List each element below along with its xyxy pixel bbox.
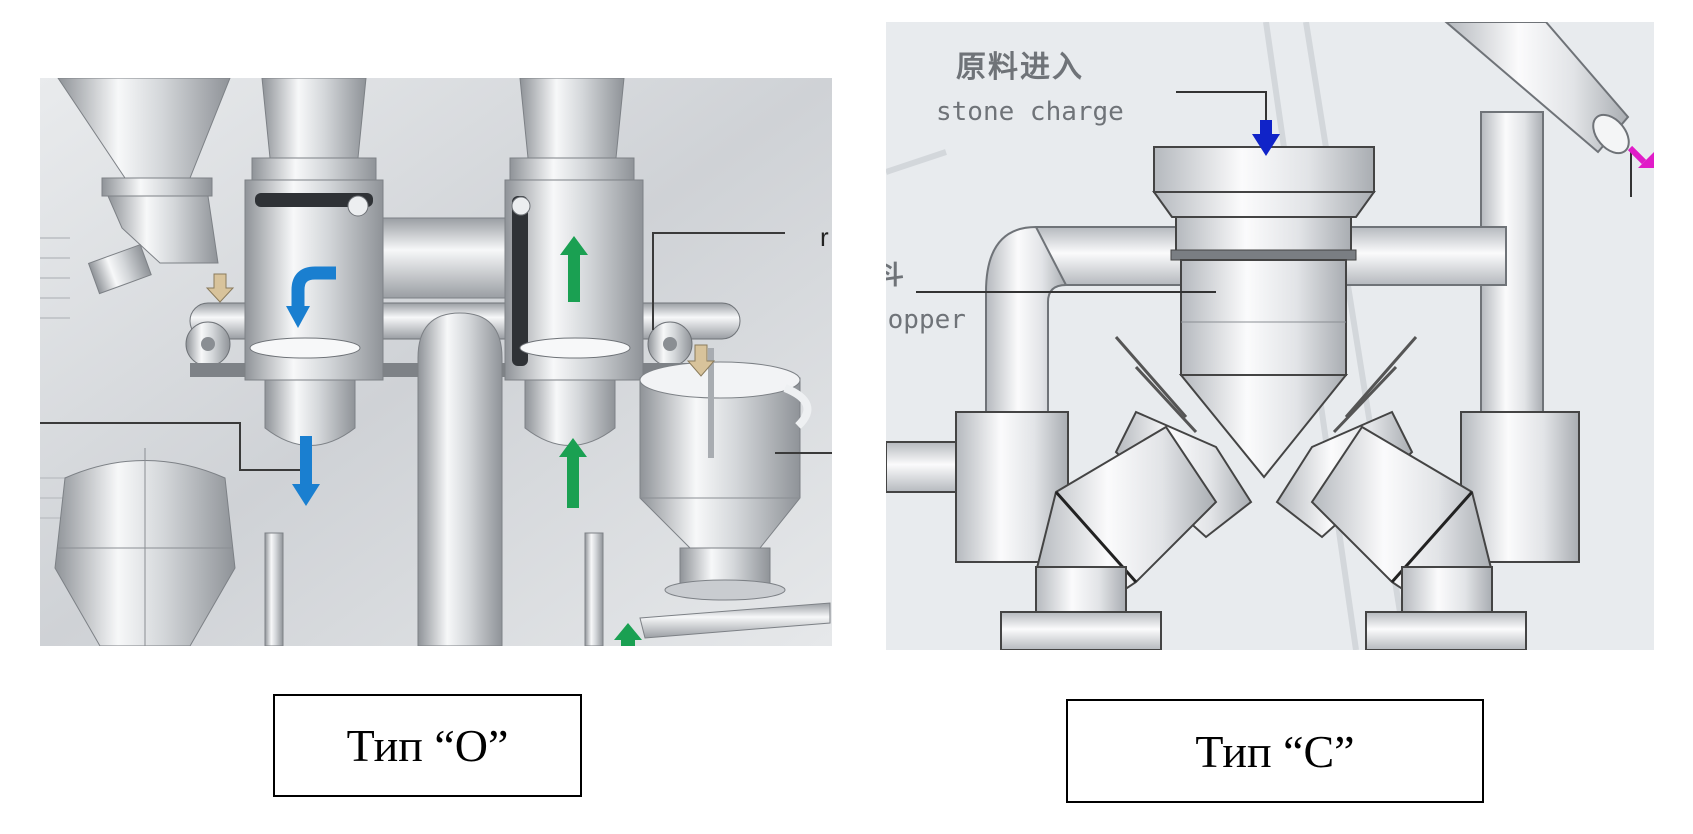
type-o-illustration: r [40,78,832,646]
right-chamber [504,78,644,446]
central-hopper [1152,146,1376,479]
left-chamber [244,78,384,446]
arrow-green-up-lower-icon [559,438,587,508]
caption-type-c: Тип “C” [1066,699,1484,803]
injector-rods [1114,336,1418,434]
cone-silo [54,448,236,646]
edge-label-r: r [820,222,829,252]
label-stone-charge-zh: 原料进入 [956,50,1084,85]
arrow-tan-right-icon [686,344,716,377]
bottom-collars [1000,611,1527,650]
arrow-green-up-icon [560,236,588,302]
type-c-illustration: 原料进入 stone charge 斗 hopper [886,22,1654,650]
center-pipe [417,312,503,646]
leader-lines [40,232,832,471]
arrow-magenta-icon [1627,145,1654,168]
label-hopper: hopper [886,305,966,335]
caption-type-o-text: Тип “O” [346,720,509,771]
label-stone-charge-en: stone charge [936,97,1124,127]
arrow-green-up-bottom-icon [614,623,642,646]
arrow-navy-down-icon [1252,120,1280,156]
top-right-chute [1444,22,1630,418]
receiving-bucket [639,348,812,601]
arrow-blue-down-icon [292,436,320,506]
caption-type-c-text: Тип “C” [1195,725,1355,777]
diagram-type-c: 原料进入 stone charge 斗 hopper [886,22,1654,650]
arrow-tan-left-icon [205,273,235,303]
label-edge-glyph: 斗 [886,261,904,291]
feed-hopper [57,78,231,295]
leader-lines [916,91,1632,293]
small-shafts [264,532,831,646]
arrow-blue-curved-icon [286,266,336,328]
caption-type-o: Тип “O” [273,694,582,797]
diagram-type-o: r [40,78,832,646]
